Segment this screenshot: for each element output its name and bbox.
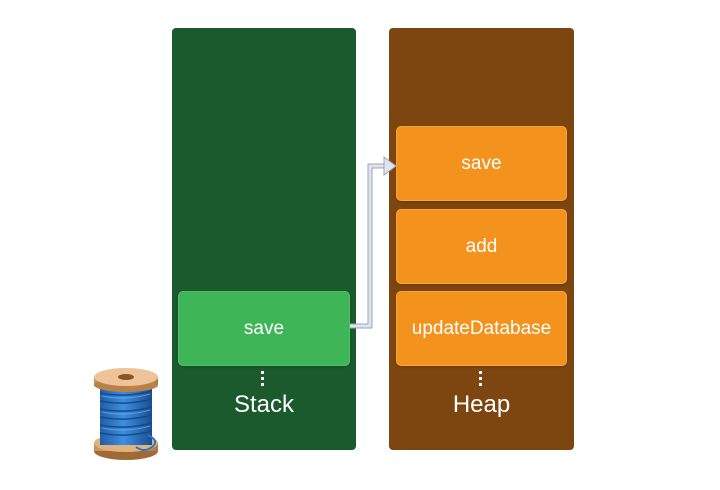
heap-frame-label: save <box>461 152 502 174</box>
stack-frame-label: save <box>243 317 285 339</box>
heap-frame-label: add <box>465 235 498 257</box>
heap-label: Heap <box>452 391 511 418</box>
heap-frame-update-database: updateDatabase <box>396 291 567 366</box>
stack-label: Stack <box>233 391 295 418</box>
heap-frame-add: add <box>396 209 567 284</box>
stack-frame-save: save <box>178 291 350 366</box>
heap-frame-save: save <box>396 126 567 201</box>
heap-ellipsis <box>479 371 483 389</box>
heap-frame-label: updateDatabase <box>411 317 552 339</box>
stack-column <box>172 28 356 450</box>
stack-ellipsis <box>261 371 265 389</box>
spool-of-thread-icon <box>94 368 158 460</box>
